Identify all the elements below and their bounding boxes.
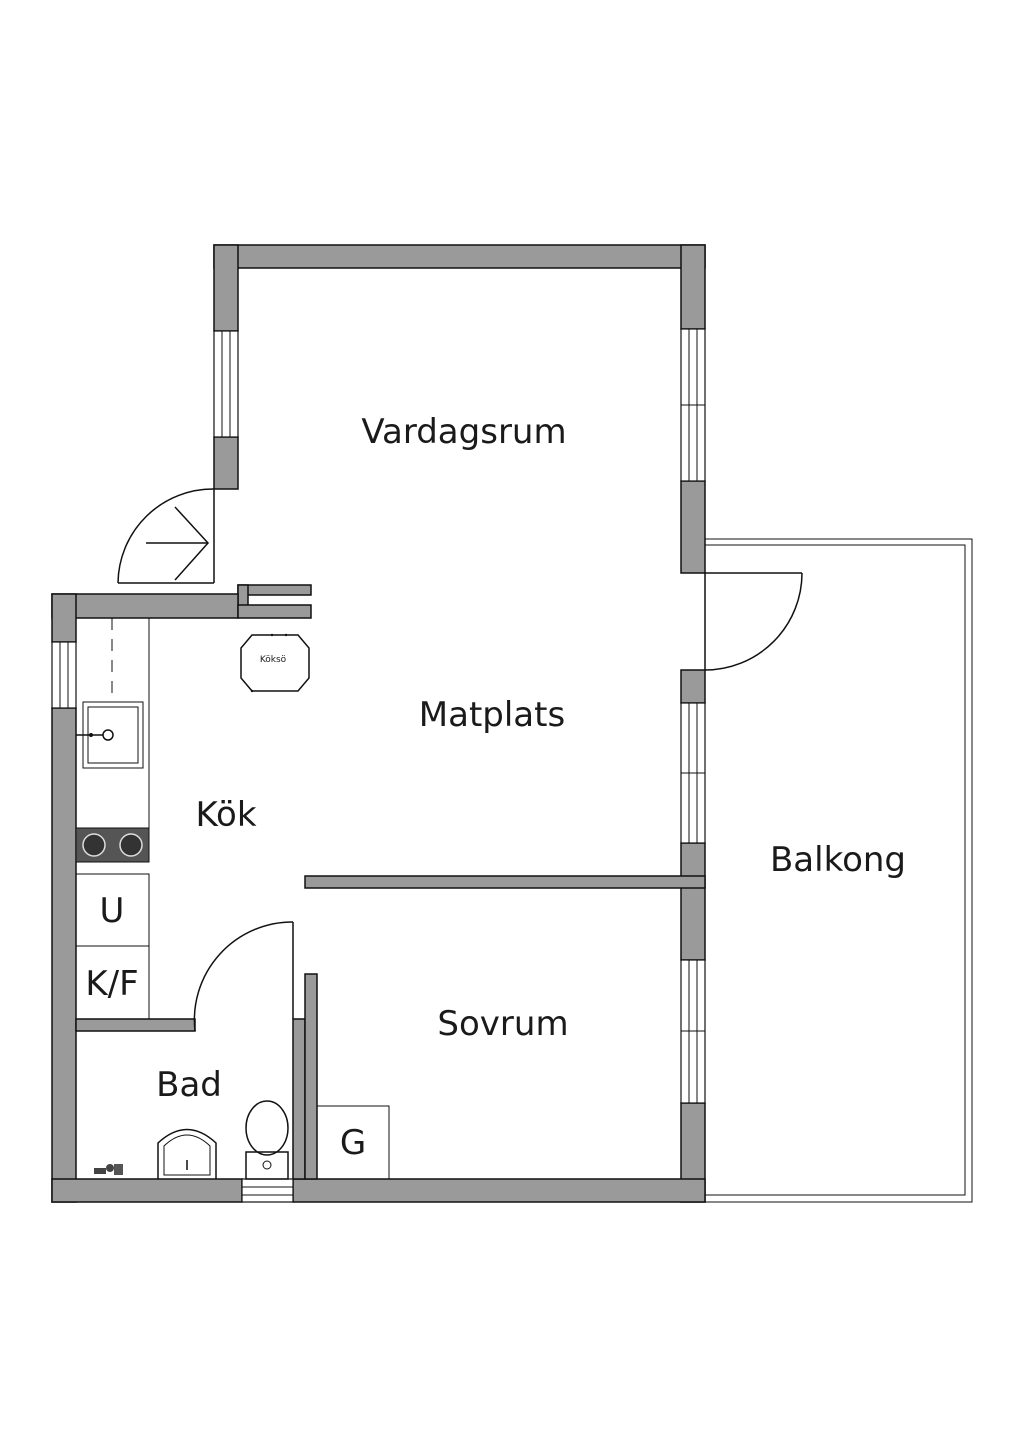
room-label-matplats: Matplats (419, 695, 565, 735)
fridge-freezer-label: K/F (85, 964, 138, 1004)
stove-icon (75, 827, 150, 863)
windows (51, 328, 706, 1203)
room-label-bad: Bad (156, 1065, 222, 1105)
washbasin-icon (157, 1128, 217, 1179)
kitchen-island-label: Köksö (260, 655, 287, 665)
walls (51, 244, 706, 1203)
fridge-freezer-cabinet (75, 945, 150, 1020)
toilet-icon (245, 1100, 289, 1180)
room-label-vardagsrum: Vardagsrum (361, 412, 566, 452)
shower-tap-icon (94, 1164, 123, 1175)
room-label-balkong: Balkong (770, 840, 906, 880)
room-label-kok: Kök (195, 795, 256, 835)
sink-icon (76, 701, 144, 769)
oven-label: U (100, 891, 125, 931)
room-label-sovrum: Sovrum (437, 1004, 568, 1044)
doors (117, 488, 803, 1032)
kitchen-island (240, 633, 310, 693)
wardrobe (316, 1105, 390, 1180)
wardrobe-label: G (340, 1123, 366, 1163)
entrance-arrow-icon (146, 506, 210, 581)
